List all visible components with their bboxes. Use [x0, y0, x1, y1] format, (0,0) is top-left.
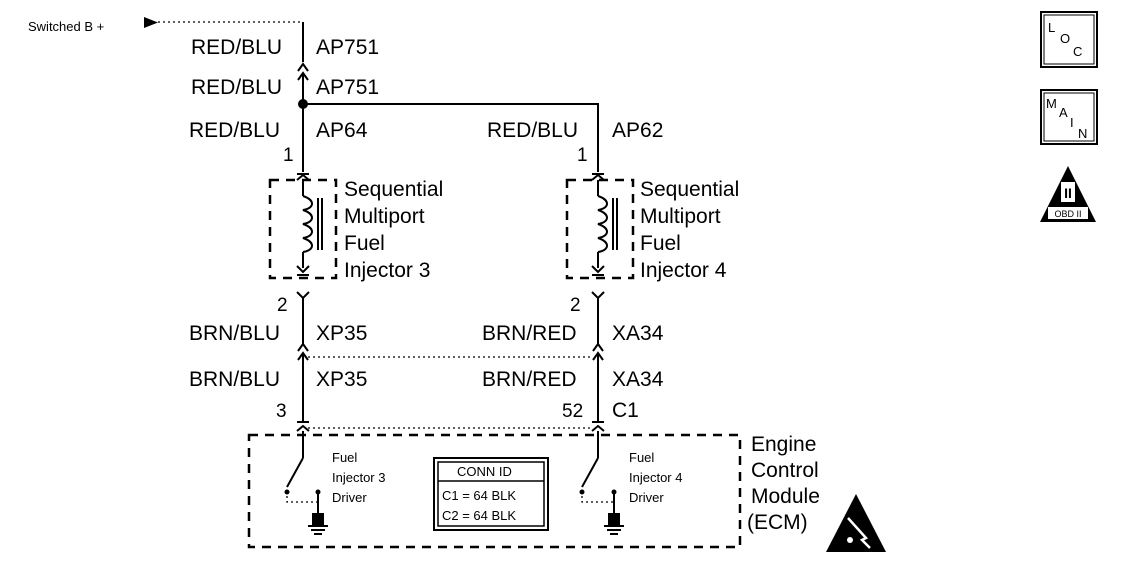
pin-number: 52	[562, 401, 583, 422]
ecm-box	[247, 433, 742, 549]
ground-icon	[604, 513, 624, 535]
wire-color-label: RED/BLU	[191, 36, 282, 59]
pin-number: 1	[283, 145, 294, 166]
conn-id-title: CONN ID	[457, 464, 512, 479]
branch-wire	[303, 103, 599, 172]
obd-ii-mark: II	[1064, 185, 1072, 201]
circuit-label: AP751	[316, 36, 379, 59]
main-icon-letter: N	[1078, 126, 1087, 141]
fuel-injector-4	[565, 173, 635, 280]
injector-label: Injector 3	[344, 259, 430, 282]
loc-icon-letter: C	[1073, 44, 1082, 59]
main-icon[interactable]	[1040, 89, 1098, 145]
main-icon-letter: M	[1046, 96, 1057, 111]
circuit-label: XP35	[316, 322, 367, 345]
conn-id-row: C1 = 64 BLK	[442, 488, 516, 503]
injector-label: Sequential	[640, 178, 739, 201]
pin-number: 3	[276, 401, 287, 422]
ecm-label: (ECM)	[747, 511, 808, 534]
obd-ii-label: OBD II	[1054, 209, 1081, 219]
wire-color-label: RED/BLU	[189, 119, 280, 142]
circuit-label: XA34	[612, 368, 664, 391]
fuel-injector-3	[268, 173, 338, 280]
wire-color-label: RED/BLU	[487, 119, 578, 142]
injector-label: Injector 4	[640, 259, 727, 282]
obd-ii-icon[interactable]	[1040, 166, 1096, 222]
injector-label: Fuel	[640, 232, 681, 255]
driver-label: Injector 4	[629, 470, 682, 485]
loc-icon-letter: O	[1060, 31, 1070, 46]
switched-b-plus-label: Switched B +	[28, 19, 104, 34]
wire-color-label: BRN/RED	[482, 322, 577, 345]
left-trunk	[297, 22, 309, 172]
power-source-arrow	[144, 17, 158, 28]
main-icon-letter: I	[1070, 115, 1074, 130]
ecm-label: Engine	[751, 433, 816, 456]
conn-id-row: C2 = 64 BLK	[442, 508, 516, 523]
injector-label: Multiport	[640, 205, 721, 228]
circuit-label: XA34	[612, 322, 664, 345]
pin-number: 1	[577, 145, 588, 166]
main-icon-letter: A	[1059, 105, 1068, 120]
wire-color-label: RED/BLU	[191, 76, 282, 99]
wire-color-label: BRN/BLU	[189, 368, 280, 391]
pin-number: 2	[570, 295, 581, 316]
driver-label: Injector 3	[332, 470, 385, 485]
driver-label: Driver	[629, 490, 664, 505]
injector-label: Multiport	[344, 205, 425, 228]
circuit-label: XP35	[316, 368, 367, 391]
circuit-label: AP62	[612, 119, 663, 142]
ground-icon	[308, 513, 328, 535]
esd-warning-icon	[826, 494, 886, 552]
circuit-label: AP751	[316, 76, 379, 99]
injector-label: Fuel	[344, 232, 385, 255]
fuel-injector-4-driver-switch	[579, 431, 617, 514]
circuit-label: AP64	[316, 119, 368, 142]
pin-number: 2	[277, 295, 288, 316]
left-lower-wire	[296, 291, 310, 432]
driver-label: Driver	[332, 490, 367, 505]
wire-color-label: BRN/BLU	[189, 322, 280, 345]
right-lower-wire	[591, 291, 605, 432]
ecm-label: Control	[751, 459, 819, 482]
loc-icon-letter: L	[1048, 20, 1055, 35]
wire-color-label: BRN/RED	[482, 368, 577, 391]
ecm-label: Module	[751, 485, 820, 508]
driver-label: Fuel	[629, 450, 654, 465]
injector-label: Sequential	[344, 178, 443, 201]
conn-id-table	[433, 457, 549, 531]
connector-label: C1	[612, 399, 639, 422]
driver-label: Fuel	[332, 450, 357, 465]
fuel-injector-3-driver-switch	[284, 431, 321, 514]
loc-icon[interactable]	[1040, 11, 1098, 68]
